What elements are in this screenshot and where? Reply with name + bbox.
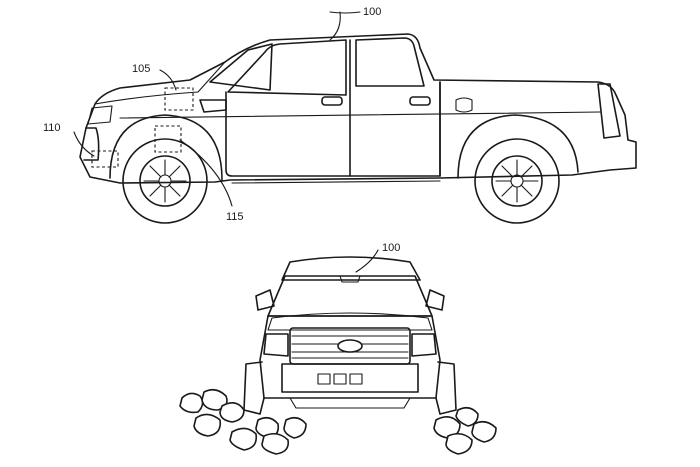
- front-door-window: [227, 39, 347, 96]
- left-headlight: [263, 333, 289, 357]
- rocks: [179, 388, 497, 455]
- leader-100-side: [329, 11, 361, 41]
- rock: [261, 432, 290, 455]
- leader-100-front: [355, 249, 379, 273]
- rear-door: [349, 81, 441, 177]
- right-headlight: [411, 333, 437, 357]
- front-door-handle: [321, 96, 343, 106]
- rock: [193, 413, 222, 437]
- front-wheel: [122, 138, 208, 224]
- truck-body-outline: [79, 33, 637, 184]
- rock: [471, 420, 497, 443]
- rear-wheel-arch: [457, 114, 579, 179]
- lower-valance: [289, 397, 411, 409]
- label-110: 110: [43, 122, 61, 134]
- bumper-sensor-2: [333, 373, 347, 385]
- bumper-sensor-1: [317, 373, 331, 385]
- rock: [283, 416, 307, 439]
- rock: [455, 406, 479, 427]
- bumper-sensor-3: [349, 373, 363, 385]
- fender-vent: [199, 99, 227, 113]
- leader-115: [179, 139, 233, 207]
- hood-line: [94, 61, 226, 105]
- roof: [281, 256, 421, 281]
- headlight-side: [87, 105, 113, 125]
- rock: [445, 432, 473, 455]
- bumper-sensor-110: [91, 150, 119, 168]
- leader-110: [73, 131, 95, 157]
- label-105: 105: [132, 63, 150, 75]
- taillight: [597, 83, 621, 139]
- right-front-tire: [435, 361, 457, 415]
- label-100-front: 100: [382, 242, 400, 254]
- front-bumper: [281, 363, 419, 393]
- rear-door-window: [355, 37, 425, 87]
- wheel-well-sensor-115: [154, 125, 182, 153]
- grille-emblem: [337, 339, 363, 353]
- leader-105: [159, 69, 177, 91]
- body-crease: [119, 111, 601, 119]
- hood-front: [267, 312, 433, 331]
- fuel-door: [455, 97, 473, 113]
- step-bar: [231, 180, 441, 184]
- windshield: [209, 43, 273, 91]
- rear-wheel: [474, 138, 560, 224]
- rearview-mirror: [339, 275, 361, 283]
- right-mirror: [425, 289, 445, 311]
- left-mirror: [255, 289, 275, 311]
- rock: [219, 402, 245, 423]
- front-view-truck: 100: [243, 242, 457, 415]
- label-115: 115: [226, 211, 244, 223]
- rock: [229, 427, 258, 451]
- side-view-truck: 100 105 110 115: [43, 6, 637, 224]
- rock: [179, 392, 204, 414]
- front-door: [225, 39, 351, 177]
- hood-sensor-105: [164, 87, 194, 111]
- label-100-side: 100: [363, 6, 381, 18]
- front-fascia: [83, 127, 100, 161]
- rear-door-handle: [409, 96, 431, 106]
- front-wheel-arch: [109, 114, 223, 181]
